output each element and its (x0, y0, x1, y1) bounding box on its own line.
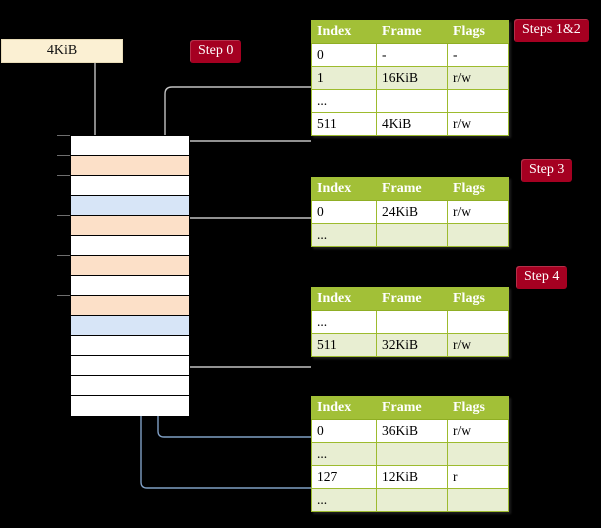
memory-tick (57, 295, 71, 296)
cell-frame (376, 310, 448, 334)
cell-index: 0 (311, 43, 377, 67)
cell-frame: 4KiB (376, 112, 448, 136)
cell-flags: r (447, 465, 509, 489)
table-row: ... (311, 442, 509, 466)
step-badge-step-3: Step 3 (521, 159, 573, 182)
column-header-frame: Frame (376, 177, 448, 201)
table-row: ... (311, 223, 509, 247)
memory-row-0 (71, 136, 189, 156)
cell-frame (376, 89, 448, 113)
cell-flags (447, 442, 509, 466)
column-header-frame: Frame (376, 20, 448, 44)
cell-index: 0 (311, 200, 377, 224)
memory-row-12 (71, 376, 189, 396)
memory-tick (57, 135, 71, 136)
memory-row-2 (71, 176, 189, 196)
memory-row-5 (71, 236, 189, 256)
table-row: ... (311, 310, 509, 334)
memory-row-10 (71, 336, 189, 356)
cell-flags (447, 488, 509, 512)
column-header-index: Index (311, 396, 377, 420)
cell-flags: r/w (447, 419, 509, 443)
memory-row-11 (71, 356, 189, 376)
cell-index: 511 (311, 333, 377, 357)
memory-row-3 (71, 196, 189, 216)
column-header-flags: Flags (447, 396, 509, 420)
cell-flags (447, 89, 509, 113)
memory-tick (57, 155, 71, 156)
cell-flags (447, 310, 509, 334)
cell-frame: 16KiB (376, 66, 448, 90)
cell-index: ... (311, 488, 377, 512)
cell-frame: 24KiB (376, 200, 448, 224)
cell-frame: 36KiB (376, 419, 448, 443)
cell-frame (376, 488, 448, 512)
memory-tick (57, 255, 71, 256)
cell-flags: r/w (447, 333, 509, 357)
cell-index: 127 (311, 465, 377, 489)
column-header-frame: Frame (376, 287, 448, 311)
memory-row-8 (71, 296, 189, 316)
cell-index: 1 (311, 66, 377, 90)
column-header-frame: Frame (376, 396, 448, 420)
memory-row-1 (71, 156, 189, 176)
column-header-flags: Flags (447, 20, 509, 44)
cell-frame: - (376, 43, 448, 67)
frame-size-label: 4KiB (1, 39, 123, 63)
cell-index: ... (311, 223, 377, 247)
column-header-flags: Flags (447, 287, 509, 311)
table-row: ... (311, 89, 509, 113)
cell-index: ... (311, 89, 377, 113)
cell-index: ... (311, 442, 377, 466)
physical-memory-column (70, 135, 190, 416)
memory-row-6 (71, 256, 189, 276)
memory-row-7 (71, 276, 189, 296)
cell-flags: r/w (447, 200, 509, 224)
memory-tick (57, 175, 71, 176)
frame-size-text: 4KiB (46, 43, 78, 58)
cell-flags: - (447, 43, 509, 67)
cell-frame: 12KiB (376, 465, 448, 489)
cell-index: 511 (311, 112, 377, 136)
cell-flags: r/w (447, 112, 509, 136)
memory-row-4 (71, 216, 189, 236)
memory-row-13 (71, 396, 189, 416)
cell-frame (376, 442, 448, 466)
cell-frame: 32KiB (376, 333, 448, 357)
cell-index: 0 (311, 419, 377, 443)
column-header-flags: Flags (447, 177, 509, 201)
column-header-index: Index (311, 287, 377, 311)
memory-tick (57, 215, 71, 216)
cell-frame (376, 223, 448, 247)
cell-index: ... (311, 310, 377, 334)
table-row: 0-- (311, 43, 509, 67)
step-badge-step-0: Step 0 (190, 40, 242, 63)
step-badge-steps-1-2: Steps 1&2 (514, 19, 589, 42)
column-header-index: Index (311, 20, 377, 44)
table-row: ... (311, 488, 509, 512)
memory-row-9 (71, 316, 189, 336)
column-header-index: Index (311, 177, 377, 201)
cell-flags (447, 223, 509, 247)
step-badge-step-4: Step 4 (516, 266, 568, 289)
cell-flags: r/w (447, 66, 509, 90)
